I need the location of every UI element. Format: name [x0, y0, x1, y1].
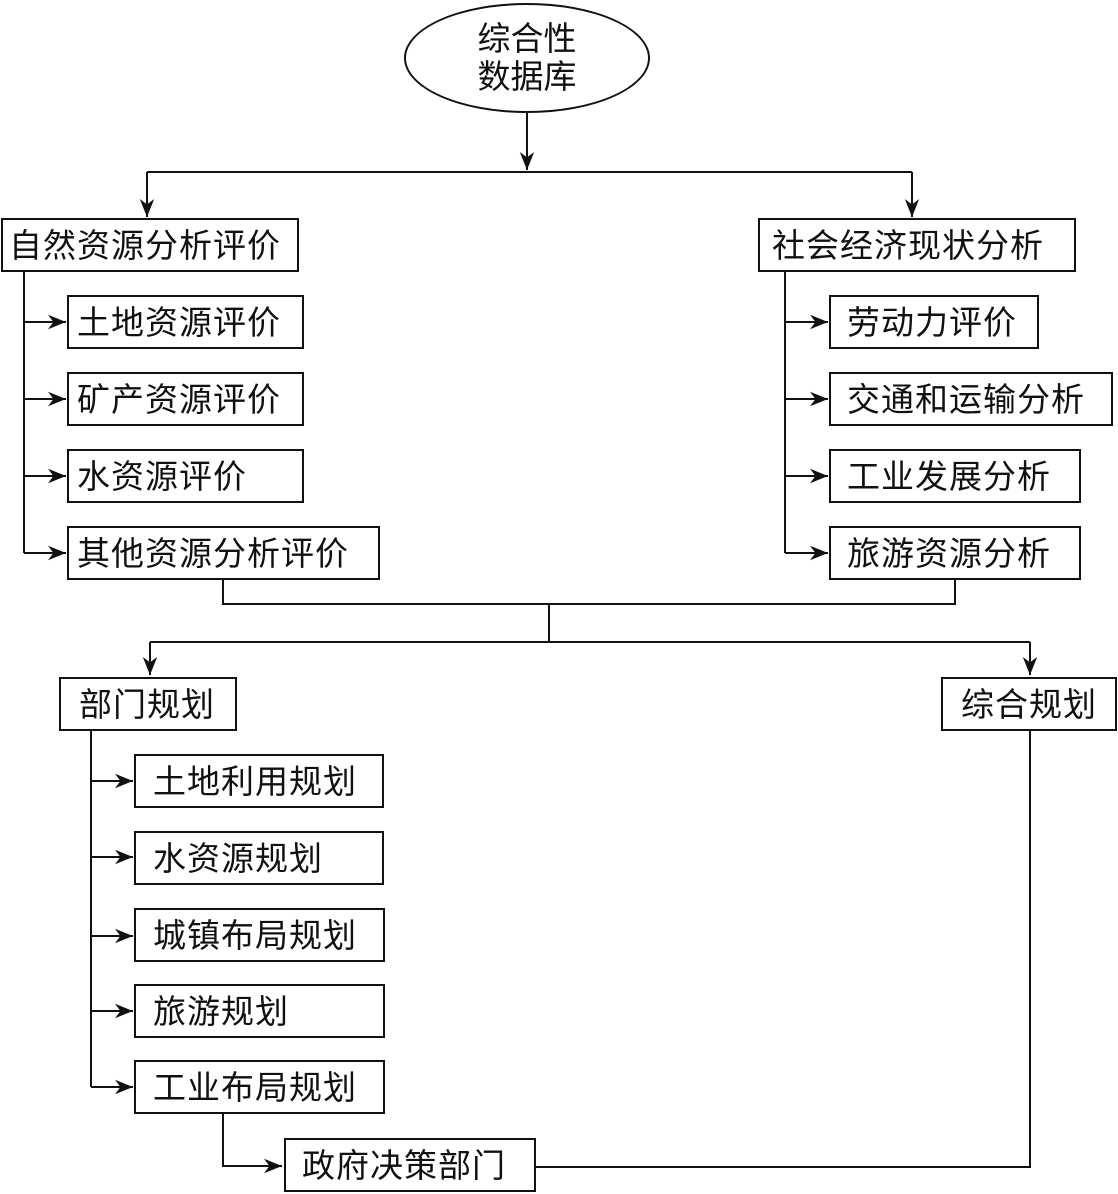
natural-item-3: 水资源评价 [67, 449, 304, 503]
sector-item-label: 工业布局规划 [153, 1067, 357, 1107]
natural-item-label: 土地资源评价 [77, 302, 281, 342]
root-line-1: 综合性 [477, 19, 577, 59]
natural-item-2: 矿产资源评价 [67, 372, 304, 426]
root-node-database: 综合性 数据库 [404, 3, 650, 113]
comprehensive-planning-label: 综合规划 [961, 684, 1097, 724]
natural-item-label: 矿产资源评价 [77, 379, 281, 419]
natural-item-label: 其他资源分析评价 [77, 533, 349, 573]
natural-resource-label: 自然资源分析评价 [9, 225, 281, 265]
social-item-label: 工业发展分析 [847, 456, 1051, 496]
sector-item-label: 城镇布局规划 [153, 915, 357, 955]
social-item-label: 旅游资源分析 [847, 533, 1051, 573]
natural-item-label: 水资源评价 [77, 456, 247, 496]
merge-line [222, 578, 956, 605]
social-economic-node: 社会经济现状分析 [758, 218, 1076, 272]
sector-item-label: 土地利用规划 [153, 761, 357, 801]
natural-item-1: 土地资源评价 [67, 295, 304, 349]
sector-item-5: 工业布局规划 [134, 1060, 385, 1114]
sector-item-1: 土地利用规划 [134, 754, 384, 808]
social-item-label: 劳动力评价 [847, 302, 1017, 342]
root-line-2: 数据库 [477, 57, 577, 96]
social-economic-label: 社会经济现状分析 [772, 225, 1044, 265]
comprehensive-planning-node: 综合规划 [941, 677, 1117, 731]
natural-resource-node: 自然资源分析评价 [1, 218, 299, 272]
sector-planning-node: 部门规划 [59, 677, 237, 731]
government-node: 政府决策部门 [284, 1138, 536, 1192]
sector-item-3: 城镇布局规划 [134, 908, 385, 962]
government-label: 政府决策部门 [302, 1145, 506, 1185]
natural-item-4: 其他资源分析评价 [67, 526, 380, 580]
social-item-label: 交通和运输分析 [847, 379, 1085, 419]
social-item-1: 劳动力评价 [829, 295, 1039, 349]
sector-item-4: 旅游规划 [134, 984, 385, 1038]
social-item-2: 交通和运输分析 [829, 372, 1113, 426]
social-item-3: 工业发展分析 [829, 449, 1081, 503]
sector-item-2: 水资源规划 [134, 831, 384, 885]
arrow-to-government [222, 1113, 282, 1174]
sector-item-label: 旅游规划 [153, 991, 289, 1031]
sector-item-label: 水资源规划 [153, 838, 323, 878]
sector-planning-label: 部门规划 [79, 684, 215, 724]
comprehensive-to-government [536, 730, 1031, 1168]
social-item-4: 旅游资源分析 [829, 526, 1081, 580]
